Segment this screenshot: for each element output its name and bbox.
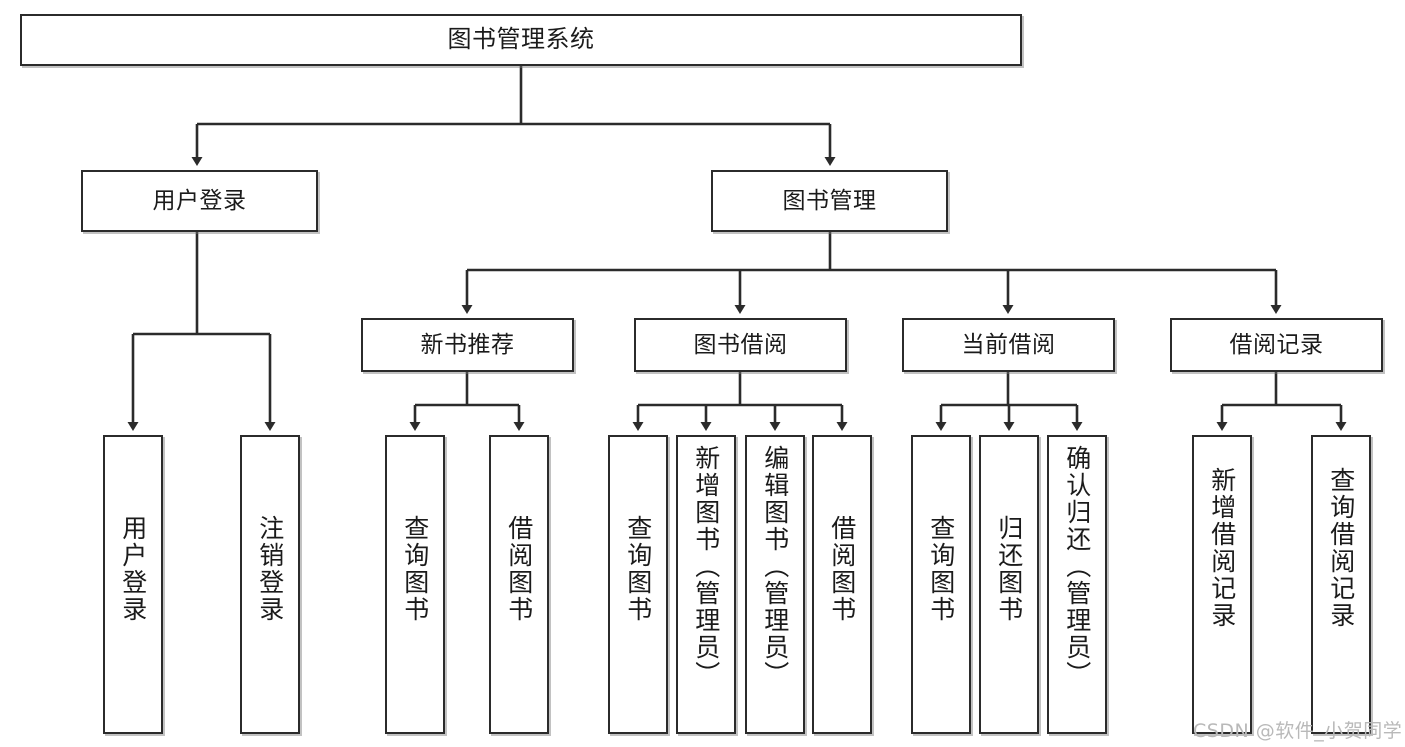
leaf-add-book[interactable]: 新增图书（管理员） <box>676 435 736 734</box>
leaf-user-login[interactable]: 用户登录 <box>103 435 163 734</box>
leaf-query-book-borrow[interactable]: 查询图书 <box>608 435 668 734</box>
node-borrow-record[interactable]: 借阅记录 <box>1170 318 1383 372</box>
node-label: 当前借阅 <box>961 331 1056 358</box>
node-label: 新增借阅记录 <box>1207 467 1237 629</box>
leaf-return-book[interactable]: 归还图书 <box>979 435 1039 734</box>
node-root-system[interactable]: 图书管理系统 <box>20 14 1022 66</box>
node-label: 查询借阅记录 <box>1326 467 1356 629</box>
node-label: 图书管理系统 <box>447 25 595 54</box>
leaf-borrow-book-recommend[interactable]: 借阅图书 <box>489 435 549 734</box>
leaf-confirm-return[interactable]: 确认归还（管理员） <box>1047 435 1107 734</box>
csdn-watermark: CSDN @软件_小贺同学 <box>1193 720 1403 742</box>
node-book-manage[interactable]: 图书管理 <box>711 170 948 232</box>
node-label: 查询图书 <box>400 515 430 623</box>
node-label: 借阅记录 <box>1229 331 1324 358</box>
leaf-query-book-recommend[interactable]: 查询图书 <box>385 435 445 734</box>
node-current-borrow[interactable]: 当前借阅 <box>902 318 1115 372</box>
node-new-book-recommend[interactable]: 新书推荐 <box>361 318 574 372</box>
node-label: 用户登录 <box>118 515 148 623</box>
node-label: 新书推荐 <box>420 331 515 358</box>
node-label: 借阅图书 <box>827 515 857 623</box>
node-label: 编辑图书（管理员） <box>760 445 790 688</box>
node-label: 借阅图书 <box>504 515 534 623</box>
node-user-login[interactable]: 用户登录 <box>81 170 318 232</box>
leaf-logout-login[interactable]: 注销登录 <box>240 435 300 734</box>
node-label: 用户登录 <box>152 187 247 214</box>
leaf-query-borrow-record[interactable]: 查询借阅记录 <box>1311 435 1371 734</box>
node-label: 注销登录 <box>255 515 285 623</box>
node-book-borrow[interactable]: 图书借阅 <box>634 318 847 372</box>
leaf-edit-book[interactable]: 编辑图书（管理员） <box>745 435 805 734</box>
node-label: 查询图书 <box>926 515 956 623</box>
node-label: 确认归还（管理员） <box>1062 445 1092 688</box>
leaf-query-book-current[interactable]: 查询图书 <box>911 435 971 734</box>
leaf-borrow-book[interactable]: 借阅图书 <box>812 435 872 734</box>
node-label: 归还图书 <box>994 515 1024 623</box>
leaf-add-borrow-record[interactable]: 新增借阅记录 <box>1192 435 1252 734</box>
node-label: 新增图书（管理员） <box>691 445 721 688</box>
node-label: 图书管理 <box>782 187 877 214</box>
node-label: 图书借阅 <box>693 331 788 358</box>
node-label: 查询图书 <box>623 515 653 623</box>
